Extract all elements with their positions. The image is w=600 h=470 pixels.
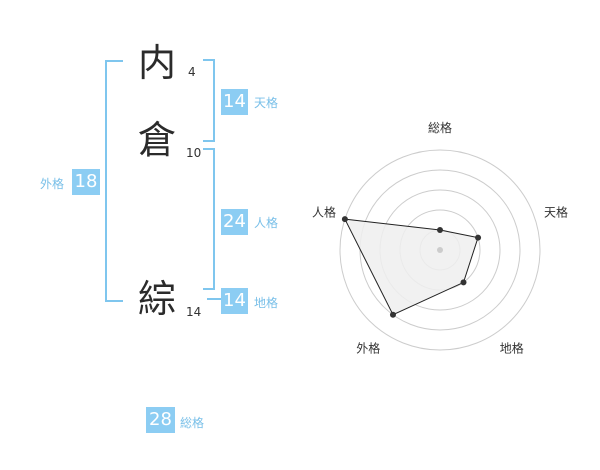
radar-point-4 (389, 311, 396, 318)
radar-point-3 (460, 279, 467, 286)
tenkaku-badge: 14 (221, 89, 248, 115)
soukaku-label: 総格 (180, 416, 205, 430)
radar-ring (339, 149, 541, 351)
radar-point-2 (475, 234, 482, 241)
gaikaku-bracket (105, 60, 123, 302)
chikaku-label: 地格 (254, 296, 279, 310)
radar-axis-label-2: 天格 (544, 204, 568, 219)
tenkaku-bracket (203, 59, 215, 142)
radar-axis-label-3: 地格 (500, 341, 524, 356)
radar-axis-label-1: 総格 (428, 120, 452, 135)
radar-point-1 (437, 227, 443, 233)
name-char-3: 綜 (138, 277, 177, 321)
name-char-2: 倉 (138, 118, 177, 162)
chikaku-bracket (207, 298, 221, 300)
radar-axis-label-5: 人格 (312, 204, 336, 219)
gaikaku-badge: 18 (72, 169, 100, 195)
name-char-1: 内 (138, 41, 177, 85)
jinkaku-badge: 24 (221, 209, 248, 235)
stroke-count-2: 10 (186, 146, 202, 160)
chikaku-badge: 14 (221, 288, 248, 314)
radar-axis-label-4: 外格 (356, 341, 380, 356)
stroke-count-1: 4 (188, 65, 196, 79)
jinkaku-label: 人格 (254, 216, 279, 230)
tenkaku-label: 天格 (254, 96, 279, 110)
gaikaku-label: 外格 (40, 177, 65, 191)
radar-area (344, 218, 479, 316)
radar-center-dot (437, 247, 443, 253)
radar-point-5 (341, 216, 348, 223)
stroke-count-3: 14 (186, 305, 202, 319)
jinkaku-bracket (203, 148, 215, 290)
soukaku-badge: 28 (146, 407, 175, 433)
